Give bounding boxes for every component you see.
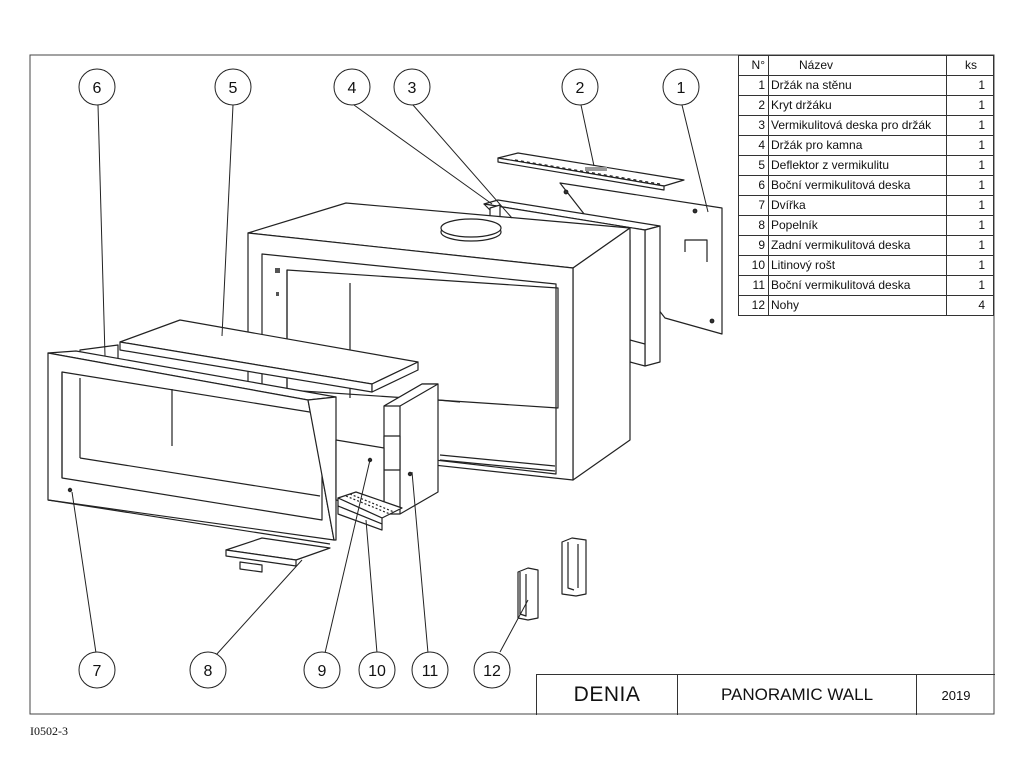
balloon-6: 6 [78,68,116,106]
svg-text:5: 5 [229,80,238,97]
row-number: 12 [738,295,769,316]
balloon-3: 3 [393,68,431,106]
svg-text:11: 11 [422,663,439,680]
balloon-9: 9 [303,651,341,689]
row-name: Deflektor z vermikulitu [768,155,947,176]
row-quantity: 1 [946,215,994,236]
row-number: 10 [738,255,769,276]
balloon-5: 5 [214,68,252,106]
row-quantity: 1 [946,275,994,296]
grate-part [337,491,403,531]
balloon-1: 1 [662,68,700,106]
row-number: 1 [738,75,769,96]
row-quantity: 1 [946,155,994,176]
svg-text:12: 12 [483,663,501,680]
part-balloons: 6 5 4 3 2 1 7 8 9 10 11 12 [78,68,700,689]
header-name: Název [768,55,947,76]
row-quantity: 1 [946,135,994,156]
row-quantity: 1 [946,175,994,196]
balloon-11: 11 [411,651,449,689]
row-quantity: 1 [946,95,994,116]
product-variant: PANORAMIC WALL [678,675,917,715]
row-number: 7 [738,195,769,216]
svg-text:1: 1 [677,80,686,97]
ash-pan-part [225,537,331,573]
side-board-right-part [383,383,439,515]
balloon-12: 12 [473,651,511,689]
row-name: Vermikulitová deska pro držák [768,115,947,136]
svg-text:4: 4 [348,80,357,97]
row-number: 8 [738,215,769,236]
svg-text:8: 8 [204,663,213,680]
row-quantity: 1 [946,75,994,96]
title-block: DENIA PANORAMIC WALL 2019 [536,674,995,715]
header-quantity: ks [946,55,994,76]
deflector-part [119,319,419,393]
row-name: Dvířka [768,195,947,216]
drawing-frame [29,54,995,715]
row-name: Boční vermikulitová deska [768,175,947,196]
row-number: 9 [738,235,769,256]
row-number: 3 [738,115,769,136]
row-name: Držák pro kamna [768,135,947,156]
svg-text:6: 6 [93,80,102,97]
bracket-cover-part [497,152,685,191]
svg-text:9: 9 [318,663,327,680]
row-name: Boční vermikulitová deska [768,275,947,296]
row-number: 4 [738,135,769,156]
row-name: Nohy [768,295,947,316]
balloon-8: 8 [189,651,227,689]
header-number: N° [738,55,769,76]
row-number: 5 [738,155,769,176]
row-number: 6 [738,175,769,196]
row-quantity: 1 [946,115,994,136]
door-part [47,350,337,545]
svg-text:10: 10 [368,663,386,680]
row-quantity: 4 [946,295,994,316]
svg-text:3: 3 [408,80,417,97]
drawing-year: 2019 [941,687,971,703]
row-name: Kryt držáku [768,95,947,116]
row-quantity: 1 [946,195,994,216]
balloon-7: 7 [78,651,116,689]
row-number: 11 [738,275,769,296]
row-name: Litinový rošt [768,255,947,276]
stove-body [247,202,631,481]
svg-text:2: 2 [576,80,585,97]
parts-table-header: N° Název ks [738,55,994,76]
row-number: 2 [738,95,769,116]
balloon-10: 10 [358,651,396,689]
leader-lines [71,104,709,656]
balloon-4: 4 [333,68,371,106]
balloon-2: 2 [561,68,599,106]
row-name: Držák na stěnu [768,75,947,96]
row-quantity: 1 [946,235,994,256]
row-quantity: 1 [946,255,994,276]
product-name: DENIA [537,675,678,715]
row-name: Zadní vermikulitová deska [768,235,947,256]
svg-text:7: 7 [93,663,102,680]
document-code: I0502-3 [30,724,68,738]
row-name: Popelník [768,215,947,236]
legs-part [517,537,587,621]
